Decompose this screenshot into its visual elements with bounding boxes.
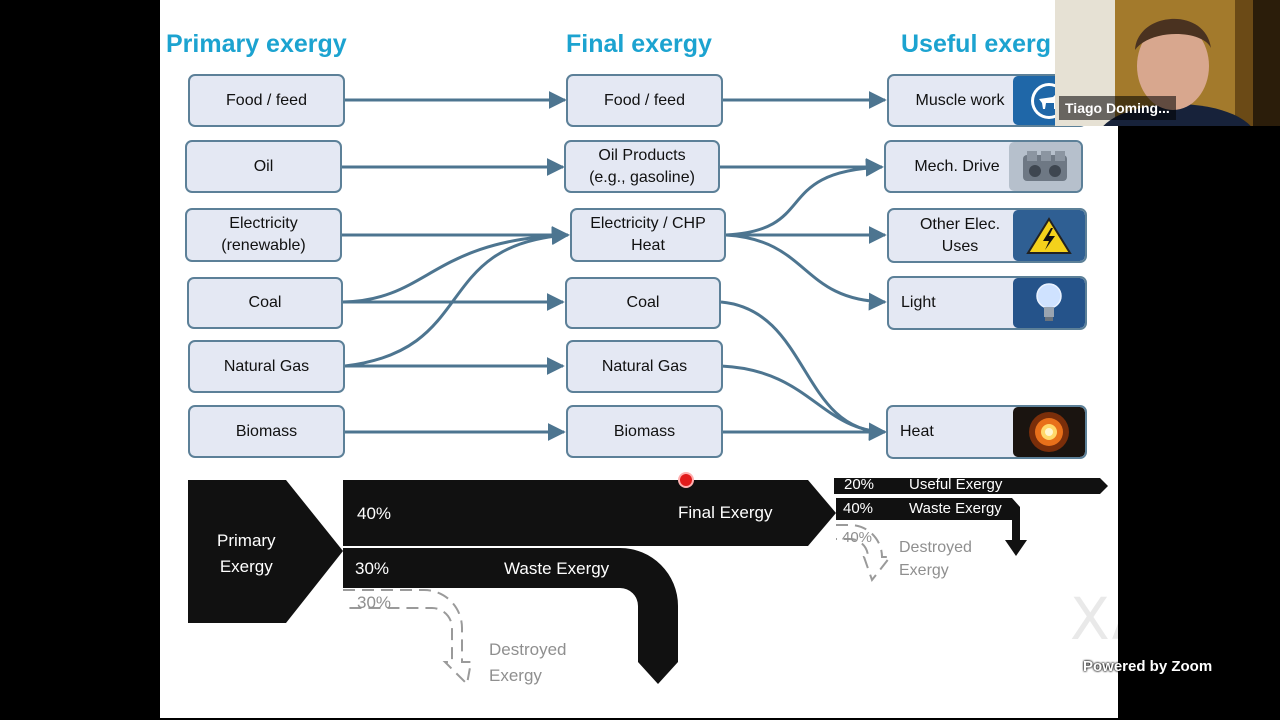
light-bulb-icon (1013, 278, 1085, 328)
useful-label-muscle-work: Muscle work (915, 91, 1005, 109)
watermark-text: XAS (1070, 585, 1118, 653)
sankey-primary-block (188, 480, 343, 623)
flow-natgas-to-electricity (344, 227, 570, 368)
useful-box-heat: Heat (886, 405, 1087, 459)
flow-coal-to-electricity (342, 226, 570, 304)
participant-name: Tiago Doming... (1059, 96, 1176, 120)
sankey-waste2-label: Waste Exergy (909, 500, 1002, 517)
flow-electricity-to-light (725, 233, 887, 311)
sankey-waste-pct: 30% (355, 559, 390, 578)
sankey-waste2-pct: 40% (843, 500, 874, 517)
flow-diagram (188, 91, 1108, 687)
sankey-final-label: Final Exergy (678, 503, 773, 522)
final-exergy-title: Final exergy (566, 30, 712, 58)
sankey-waste-band (343, 548, 678, 684)
high-voltage-icon (1013, 210, 1085, 261)
slide: Primary exergy Final exergy Useful exerg (160, 0, 1118, 718)
engine-icon (1009, 142, 1081, 191)
primary-exergy-title: Primary exergy (166, 30, 347, 58)
flow-coal-to-heat (720, 300, 887, 441)
useful-box-light: Light (887, 276, 1087, 330)
useful-label-light: Light (901, 294, 936, 311)
useful-label-heat: Heat (900, 423, 934, 440)
useful-exergy-title: Useful exerg (901, 30, 1052, 58)
sankey-useful-pct: 20% (844, 476, 875, 493)
sankey-destroyed2-pct: 40% (842, 529, 873, 546)
primary-box-biomass: Biomass (188, 405, 345, 458)
sankey-destroyed2-label: Destroyed Exergy (899, 539, 972, 579)
sankey-primary-label: Primary Exergy (217, 531, 276, 576)
zoom-branding: Powered by Zoom (1083, 658, 1213, 675)
primary-box-natural-gas: Natural Gas (188, 340, 345, 393)
useful-box-mech-drive: Mech. Drive (884, 140, 1083, 193)
sankey-final-pct: 40% (357, 504, 392, 523)
flow-electricity-to-mech-drive (725, 158, 884, 237)
final-box-oil-products: Oil Products (e.g., gasoline) (564, 140, 720, 193)
final-box-food-feed: Food / feed (566, 74, 723, 127)
primary-box-food-feed: Food / feed (188, 74, 345, 127)
primary-box-oil: Oil (185, 140, 342, 193)
sankey-waste-label: Waste Exergy (504, 559, 610, 578)
sankey-waste2-band (836, 498, 1027, 556)
final-box-coal: Coal (565, 277, 721, 329)
participant-video (1055, 0, 1280, 126)
primary-box-electricity-renewable: Electricity (renewable) (185, 208, 342, 262)
primary-box-coal: Coal (187, 277, 343, 329)
final-box-natural-gas: Natural Gas (566, 340, 723, 393)
sankey-destroyed-band (343, 589, 473, 687)
sankey-useful-label: Useful Exergy (909, 476, 1003, 493)
cursor-dot (680, 474, 692, 486)
sankey-destroyed-pct: 30% (357, 593, 392, 612)
sankey-final-band (343, 480, 836, 546)
sankey-destroyed-label: Destroyed Exergy (489, 640, 567, 685)
final-box-biomass: Biomass (566, 405, 723, 458)
sankey-useful-band (834, 478, 1108, 494)
fire-icon (1013, 407, 1085, 457)
useful-label-mech-drive: Mech. Drive (914, 157, 1000, 175)
flow-natgas-to-heat (720, 364, 887, 441)
useful-label-other-elec-uses: Other Elec. Uses (919, 215, 1001, 255)
useful-box-other-elec-uses: Other Elec. Uses (887, 208, 1087, 263)
sankey-destroyed2-band (836, 524, 893, 583)
final-box-electricity-chp-heat: Electricity / CHP Heat (570, 208, 726, 262)
webcam-video-tile[interactable]: Tiago Doming... (1055, 0, 1280, 126)
